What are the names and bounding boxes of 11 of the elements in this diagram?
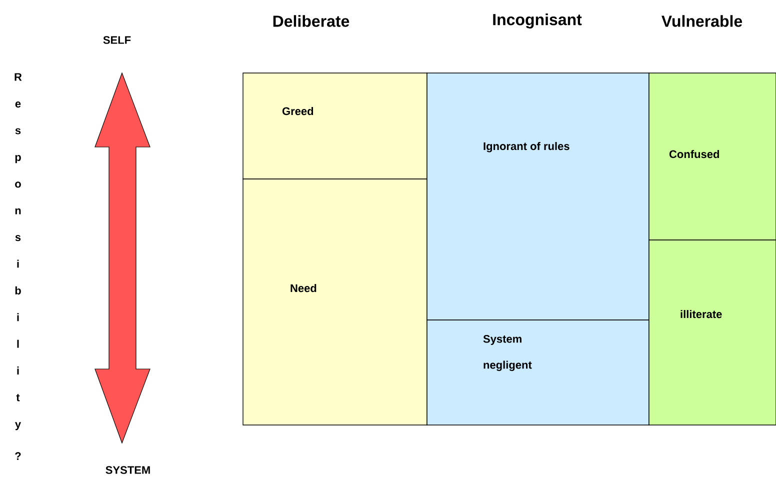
- column-heading: Vulnerable: [662, 15, 742, 27]
- vertical-axis-label: ?: [15, 452, 21, 460]
- vertical-axis-label: Responsibility: [14, 73, 22, 430]
- category-cell: illiterate: [648, 240, 776, 426]
- category-cell: System negligent: [426, 320, 650, 426]
- column-heading: Incognisant: [493, 14, 582, 28]
- category-cell: Confused: [648, 72, 776, 240]
- scale-end-label: SELF: [103, 36, 131, 44]
- category-cell: Greed: [242, 72, 428, 180]
- scale-end-label: SYSTEM: [106, 466, 150, 474]
- column-heading: Deliberate: [273, 15, 350, 27]
